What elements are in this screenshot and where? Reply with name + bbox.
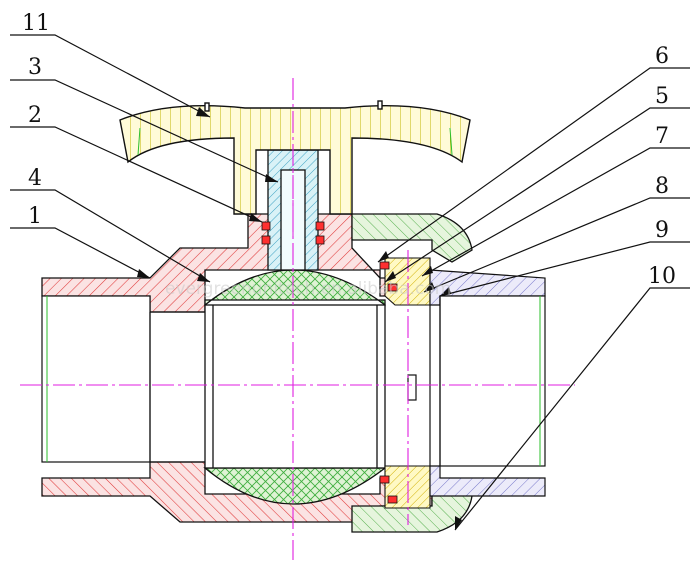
ball <box>203 269 387 505</box>
watermark: evergreenunitech.en.alibaba.com <box>165 279 451 299</box>
callout-3: 3 <box>28 55 42 80</box>
stem-o-rings <box>261 221 325 245</box>
callout-10: 10 <box>648 264 676 289</box>
union-end <box>407 269 546 497</box>
leader-lines <box>10 34 690 531</box>
handle <box>119 100 471 215</box>
callout-6: 6 <box>655 44 669 69</box>
callout-8: 8 <box>655 174 669 199</box>
callout-9: 9 <box>655 218 669 243</box>
callout-1: 1 <box>28 204 42 229</box>
leader-arrowheads <box>137 107 462 530</box>
center-lines <box>20 78 575 560</box>
seat-seals <box>379 261 398 504</box>
callout-2: 2 <box>28 103 42 128</box>
callout-5: 5 <box>655 84 669 109</box>
callout-7: 7 <box>655 124 669 149</box>
central-bore <box>150 311 205 463</box>
callout-4: 4 <box>28 166 42 191</box>
callout-11: 11 <box>22 11 50 36</box>
left-socket-bore <box>41 295 151 463</box>
